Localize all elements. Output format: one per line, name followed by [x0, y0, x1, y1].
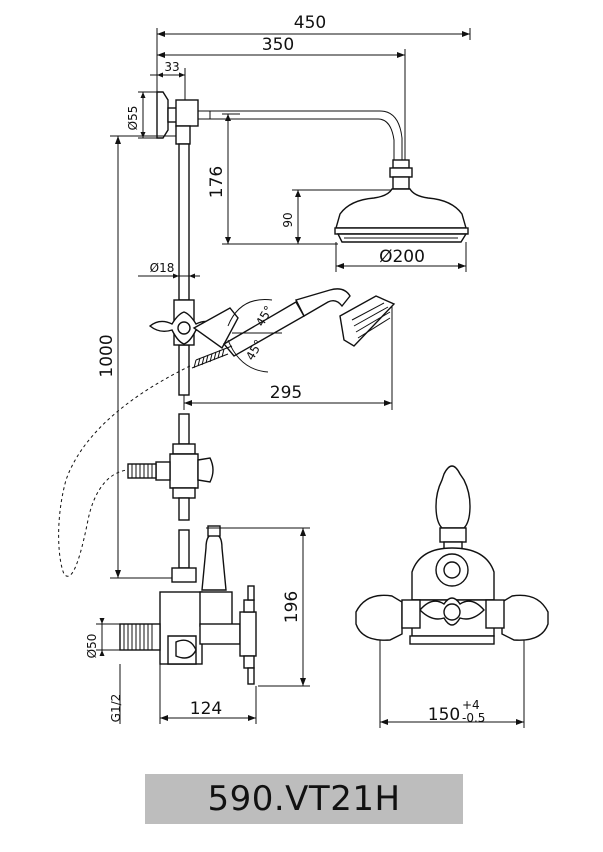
valve-front — [355, 465, 549, 645]
dim-valve-height: 196 — [206, 527, 310, 687]
label-d18: Ø18 — [150, 261, 175, 275]
slider-bracket — [148, 299, 239, 350]
dim-wall-offset: 33 — [150, 60, 186, 100]
dim-valve-depth: 124 — [160, 686, 257, 724]
shower-head — [334, 159, 469, 243]
label-450: 450 — [294, 13, 326, 33]
label-150: 150 — [428, 705, 460, 725]
dim-thread: G1/2 — [109, 664, 161, 724]
dim-inlet: Ø50 — [85, 618, 120, 658]
label-176: 176 — [207, 166, 227, 198]
label-295: 295 — [270, 383, 302, 403]
dim-head-diameter: Ø200 — [335, 242, 467, 272]
dim-handset-reach: 295 — [183, 306, 393, 410]
dim-centres: 150 +4 -0.5 — [379, 640, 525, 728]
label-350: 350 — [262, 35, 294, 55]
shower-hose — [58, 345, 233, 577]
dim-arm-drop: 176 — [207, 113, 338, 245]
label-tol-plus: +4 — [462, 698, 480, 712]
valve-side — [119, 525, 257, 685]
product-code: 590.VT21H — [207, 779, 401, 819]
shower-arm — [175, 99, 403, 162]
diverter — [127, 413, 214, 521]
label-d200: Ø200 — [379, 247, 425, 267]
label-33: 33 — [164, 60, 179, 74]
dim-riser-height: 1000 — [97, 135, 176, 579]
dim-head-height: 90 — [281, 189, 392, 244]
label-d50: Ø50 — [85, 634, 99, 659]
riser-rail — [175, 125, 191, 396]
label-g12: G1/2 — [109, 694, 123, 723]
dim-rail-diameter: Ø18 — [138, 261, 200, 279]
label-d55: Ø55 — [126, 106, 140, 131]
dim-head-reach: 350 — [157, 35, 406, 160]
label-124: 124 — [190, 699, 222, 719]
label-tol-minus: -0.5 — [462, 711, 485, 725]
dim-overall-width: 450 — [156, 13, 471, 100]
product-code-box: 590.VT21H — [145, 774, 463, 824]
label-1000: 1000 — [97, 334, 117, 377]
label-196: 196 — [282, 591, 302, 623]
handset — [222, 288, 396, 357]
label-90: 90 — [281, 212, 295, 227]
